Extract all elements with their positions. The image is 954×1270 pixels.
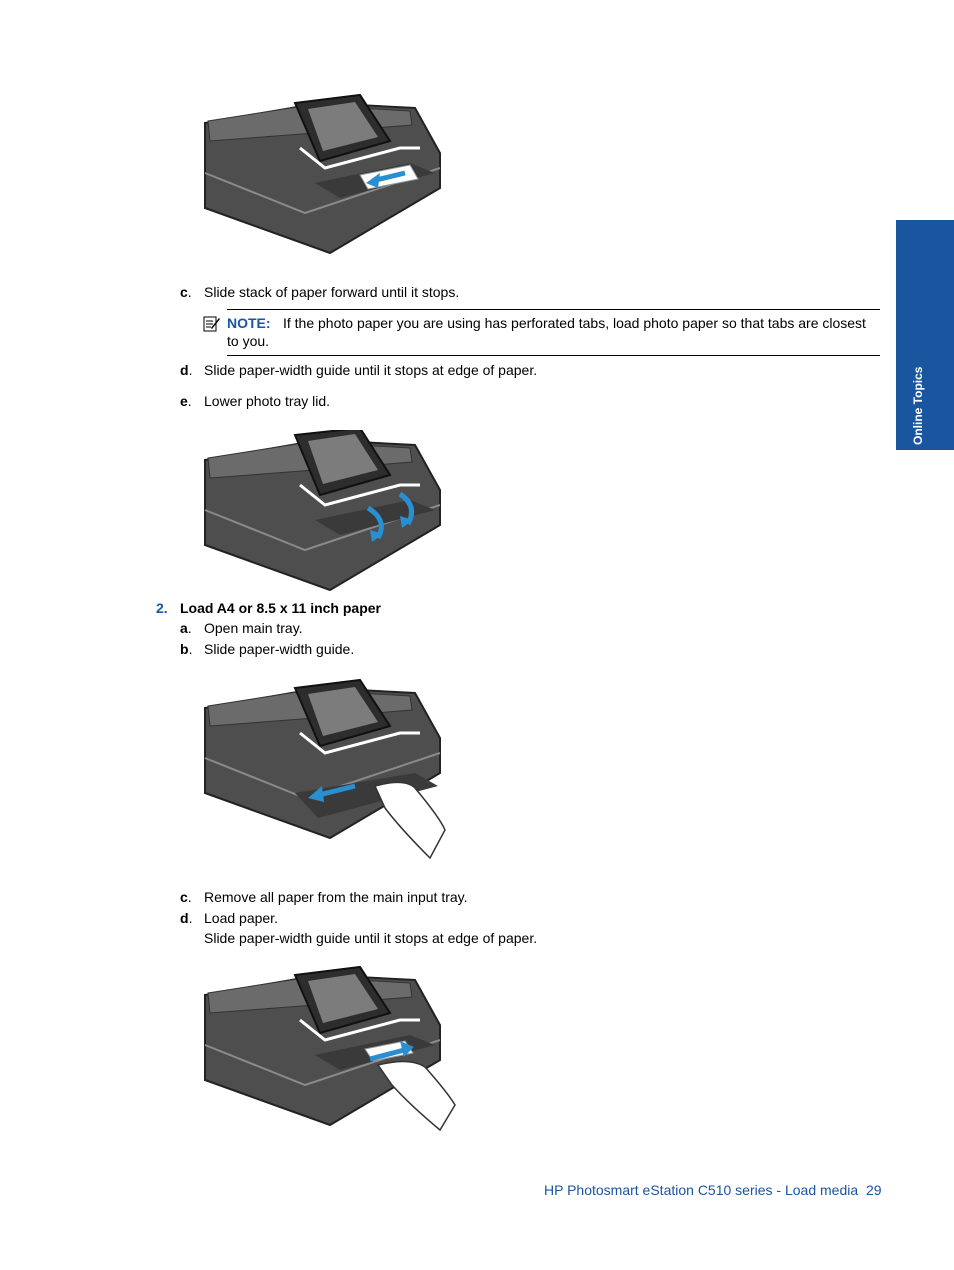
step-b: b. Slide paper-width guide.	[180, 641, 355, 657]
printer-illustration-load-paper	[204, 965, 456, 1132]
section-number: 2.	[156, 600, 168, 616]
sidebar-tab	[896, 220, 954, 450]
note-label: NOTE:	[227, 315, 271, 331]
step-e: e. Lower photo tray lid.	[180, 393, 331, 409]
sidebar-tab-label: Online Topics	[911, 366, 925, 445]
step-text: Slide paper-width guide until it stops a…	[204, 362, 538, 378]
note-bottom-rule	[227, 355, 880, 356]
footer-title: HP Photosmart eStation C510 series - Loa…	[544, 1182, 859, 1198]
step-d-main: d. Load paper.	[180, 910, 278, 926]
note-top-rule	[227, 309, 880, 310]
step-text: Slide stack of paper forward until it st…	[204, 284, 460, 300]
step-d: d. Slide paper-width guide until it stop…	[180, 362, 538, 378]
printer-illustration-photo-tray-insert	[204, 93, 441, 255]
step-text: Open main tray.	[204, 620, 303, 636]
step-a: a. Open main tray.	[180, 620, 303, 636]
section-2-heading: 2. Load A4 or 8.5 x 11 inch paper	[156, 600, 381, 617]
step-c-main: c. Remove all paper from the main input …	[180, 889, 468, 905]
step-text: Slide paper-width guide.	[204, 641, 355, 657]
step-text: Remove all paper from the main input tra…	[204, 889, 468, 905]
note-text-1: If the photo paper you are using has per…	[283, 315, 866, 331]
printer-illustration-lower-photo-lid	[204, 430, 441, 592]
printer-illustration-open-main-tray	[204, 678, 446, 860]
note-line-1: NOTE: If the photo paper you are using h…	[227, 315, 866, 332]
section-title: Load A4 or 8.5 x 11 inch paper	[180, 600, 381, 616]
page-number: 29	[866, 1182, 882, 1198]
step-d-main-text-2: Slide paper-width guide until it stops a…	[204, 930, 538, 946]
step-text: Lower photo tray lid.	[204, 393, 331, 409]
note-text-2: to you.	[227, 333, 270, 349]
step-text: Load paper.	[204, 910, 278, 926]
note-icon	[203, 316, 220, 332]
step-c: c. Slide stack of paper forward until it…	[180, 284, 460, 300]
